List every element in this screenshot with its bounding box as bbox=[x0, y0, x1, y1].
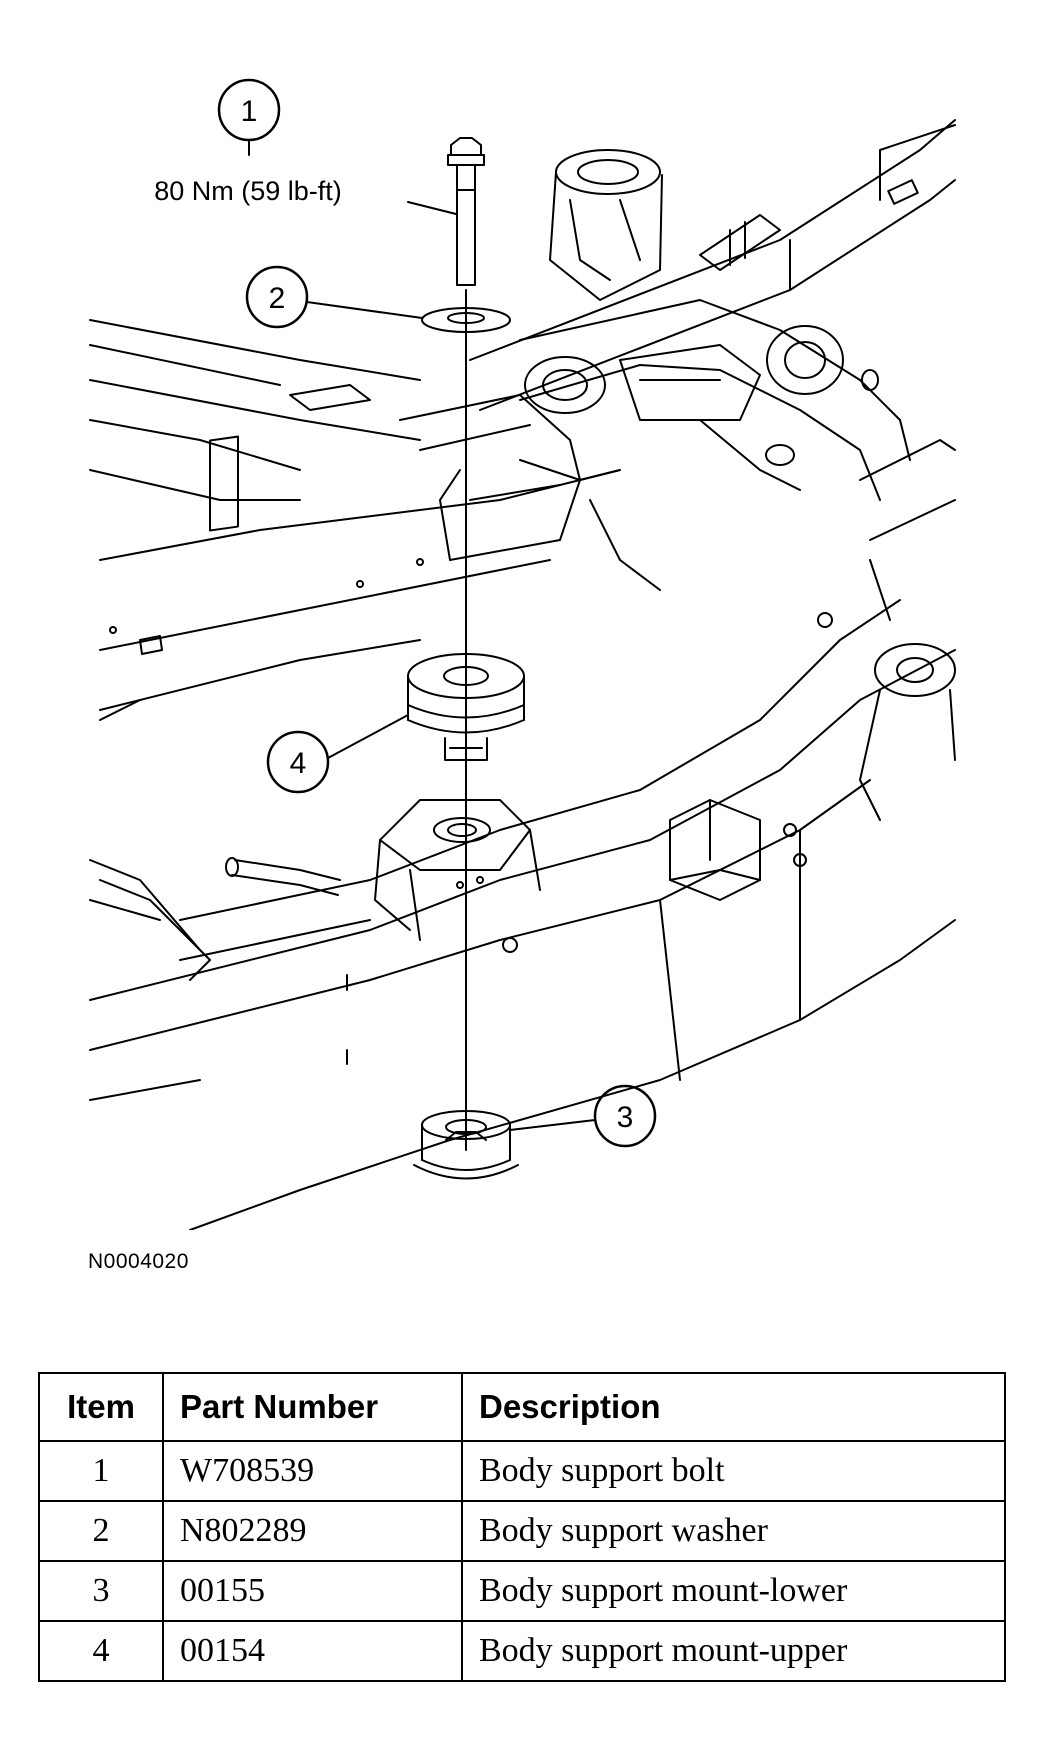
callout-1 bbox=[217, 78, 457, 215]
frame-bracket bbox=[669, 799, 761, 901]
table-row: 4 00154 Body support mount-upper bbox=[38, 1620, 1006, 1682]
callout-2-number: 2 bbox=[269, 282, 286, 315]
strut-tower bbox=[549, 149, 663, 301]
cell-part-number: N802289 bbox=[162, 1500, 463, 1562]
torque-spec: 80 Nm (59 lb-ft) bbox=[154, 176, 342, 206]
frame-rail-left bbox=[89, 319, 621, 721]
frame-rail-front bbox=[89, 599, 956, 1230]
body-mount-pedestal bbox=[374, 799, 541, 941]
table-row: 3 00155 Body support mount-lower bbox=[38, 1560, 1006, 1622]
body-support-washer bbox=[421, 307, 511, 333]
callout-3-number: 3 bbox=[617, 1101, 634, 1134]
cell-item: 2 bbox=[38, 1500, 164, 1562]
frame-box-section bbox=[399, 394, 661, 591]
exploded-view-illustration: 1 2 3 4 80 Nm (59 lb-ft) bbox=[89, 78, 956, 1230]
cell-item: 1 bbox=[38, 1440, 164, 1502]
parts-table: Item Part Number Description 1 W708539 B… bbox=[38, 1372, 1006, 1682]
body-support-bolt bbox=[447, 137, 485, 286]
table-row: 2 N802289 Body support washer bbox=[38, 1500, 1006, 1562]
frame-rail-upper-right bbox=[469, 119, 956, 411]
cell-part-number: W708539 bbox=[162, 1440, 463, 1502]
cell-part-number: 00154 bbox=[162, 1620, 463, 1682]
figure-id: N0004020 bbox=[88, 1250, 189, 1273]
cell-item: 4 bbox=[38, 1620, 164, 1682]
callout-3 bbox=[509, 1084, 657, 1148]
cell-description: Body support bolt bbox=[461, 1440, 1006, 1502]
body-support-mount-lower bbox=[413, 1110, 519, 1180]
callout-1-number: 1 bbox=[241, 95, 258, 128]
body-support-mount-upper bbox=[407, 653, 525, 761]
suspension-arm-right bbox=[817, 439, 956, 821]
tube-line bbox=[225, 857, 341, 896]
callout-2 bbox=[245, 265, 423, 329]
callout-4 bbox=[266, 714, 409, 794]
crossmember bbox=[519, 299, 911, 501]
cell-item: 3 bbox=[38, 1560, 164, 1622]
header-description: Description bbox=[461, 1372, 1006, 1442]
lower-arm-left bbox=[89, 859, 211, 981]
cell-description: Body support mount-lower bbox=[461, 1560, 1006, 1622]
header-item: Item bbox=[38, 1372, 164, 1442]
cell-part-number: 00155 bbox=[162, 1560, 463, 1622]
table-header-row: Item Part Number Description bbox=[38, 1372, 1006, 1442]
table-row: 1 W708539 Body support bolt bbox=[38, 1440, 1006, 1502]
cell-description: Body support washer bbox=[461, 1500, 1006, 1562]
callout-4-number: 4 bbox=[290, 747, 307, 780]
header-part-number: Part Number bbox=[162, 1372, 463, 1442]
cell-description: Body support mount-upper bbox=[461, 1620, 1006, 1682]
